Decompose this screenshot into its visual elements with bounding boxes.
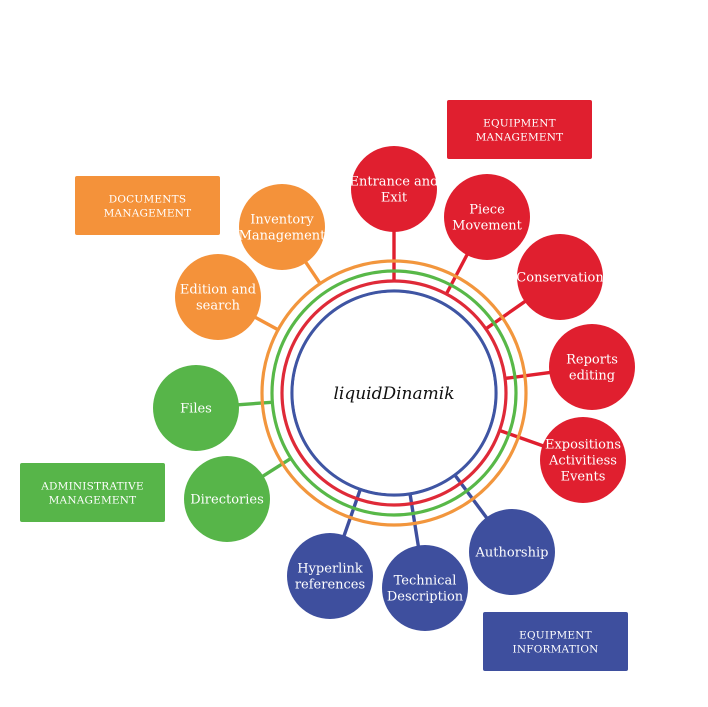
ring-blue (290, 289, 498, 497)
category-box-label: MANAGEMENT (104, 208, 192, 220)
category-box-bg (447, 100, 592, 159)
ring-red (280, 279, 508, 507)
node-circle (351, 146, 437, 232)
node-circle (287, 533, 373, 619)
node-label: references (295, 578, 365, 593)
node-circle (153, 365, 239, 451)
connector-expositions-activities-events (498, 428, 544, 448)
node-label: Movement (452, 219, 523, 234)
category-box-bg (483, 612, 628, 671)
connector-lines (237, 231, 551, 547)
node-label: Expositions (545, 438, 621, 453)
node-circle (184, 456, 270, 542)
node-circle (517, 234, 603, 320)
node-files: Files (153, 365, 239, 451)
node-circle (239, 184, 325, 270)
node-label: Exit (381, 191, 408, 206)
connector-piece-movement (444, 253, 469, 296)
node-circle (549, 324, 635, 410)
node-directories: Directories (184, 456, 270, 542)
node-label: Management (239, 229, 327, 244)
node-label: Reports (566, 353, 618, 368)
node-circle (382, 545, 468, 631)
node-label: Activitiess (548, 454, 617, 469)
node-label: Piece (469, 203, 505, 218)
category-box-label: EQUIPMENT (483, 118, 556, 130)
category-box-bg (20, 463, 165, 522)
category-box-bg (75, 176, 220, 235)
node-label: Files (180, 402, 212, 417)
center-disc (293, 292, 495, 494)
connector-technical-description (408, 492, 421, 547)
node-circle (175, 254, 261, 340)
connector-reports-editing (503, 370, 551, 381)
node-circle (469, 509, 555, 595)
connector-inventory-management (304, 260, 323, 286)
category-box-label: MANAGEMENT (49, 495, 137, 507)
node-circle (444, 174, 530, 260)
node-label: Edition and (180, 283, 256, 298)
node-label: Events (561, 470, 606, 485)
ring-orange (260, 259, 528, 527)
category-box-documents: DOCUMENTS MANAGEMENT (75, 176, 220, 235)
category-box-label: DOCUMENTS (109, 194, 187, 206)
center-label: liquidDinamik (333, 384, 454, 404)
connector-directories (261, 456, 293, 478)
category-box-label: EQUIPMENT (519, 630, 592, 642)
node-circle (540, 417, 626, 503)
node-label: Entrance and (350, 175, 439, 190)
category-box-equipment-information: EQUIPMENT INFORMATION (483, 612, 628, 671)
connector-edition-and-search (254, 315, 280, 332)
connector-files (237, 400, 274, 407)
node-label: Authorship (475, 546, 549, 561)
category-box-label: INFORMATION (512, 644, 598, 656)
ring-green (270, 269, 518, 517)
node-label: editing (569, 369, 615, 384)
category-box-label: ADMINISTRATIVE (40, 481, 144, 493)
node-label: Hyperlink (297, 562, 363, 577)
category-box-equipment-management: EQUIPMENT MANAGEMENT (447, 100, 592, 159)
node-conservation: Conservation (516, 234, 604, 320)
node-authorship: Authorship (469, 509, 555, 595)
node-label: Directories (190, 493, 264, 508)
category-box-label: MANAGEMENT (476, 132, 564, 144)
connector-hyperlink-references (342, 487, 363, 537)
category-box-administrative: ADMINISTRATIVE MANAGEMENT (20, 463, 165, 522)
node-label: Technical (394, 574, 457, 589)
node-label: Inventory (250, 213, 314, 228)
connector-conservation (484, 299, 527, 331)
concentric-rings (260, 259, 528, 527)
center-hub: liquidDinamik (293, 292, 495, 494)
connector-authorship (452, 473, 489, 520)
node-label: Conservation (516, 271, 604, 286)
category-boxes: DOCUMENTSMANAGEMENTEQUIPMENTMANAGEMENTAD… (20, 100, 628, 671)
node-label: Description (387, 590, 464, 605)
node-label: search (196, 299, 241, 314)
